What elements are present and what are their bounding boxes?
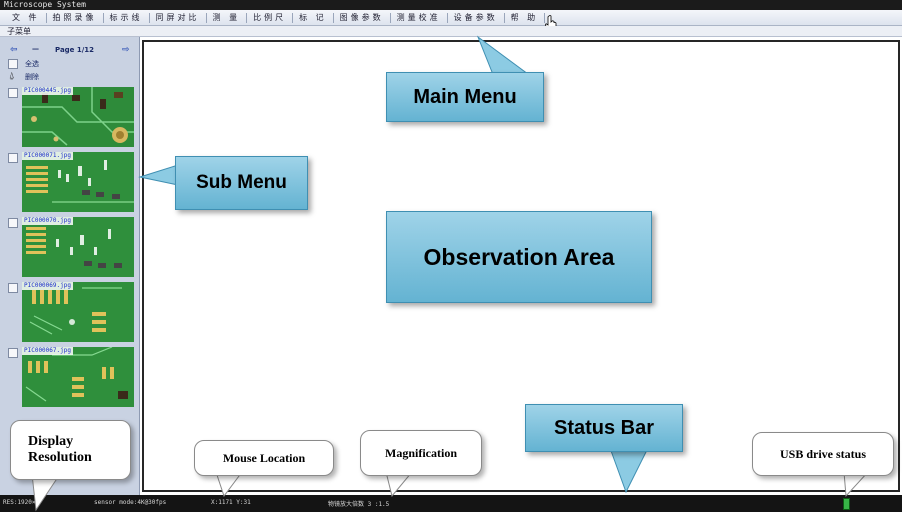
menu-separator — [148, 12, 150, 23]
status-bar-callout-label: Status Bar — [553, 416, 655, 439]
menu-separator — [503, 12, 505, 23]
menu-separator — [332, 12, 334, 23]
status-sensor-mode: sensor mode:4K@30fps — [94, 499, 167, 506]
thumbnail-checkbox[interactable] — [8, 283, 18, 293]
usb-drive-icon — [843, 498, 850, 510]
next-arrow-icon[interactable]: ⇨ — [122, 45, 130, 55]
delete-label[interactable]: 删除 — [25, 73, 39, 81]
menu-item-capture-record[interactable]: 拍照录像 — [52, 12, 97, 22]
page-navigator: ⇦ — Page 1/12 ⇨ — [8, 45, 132, 57]
main-menu-callout: Main Menu — [386, 72, 544, 122]
menu-item-mark[interactable]: 标 记 — [299, 12, 327, 22]
thumbnail-checkbox[interactable] — [8, 88, 18, 98]
menu-item-measure-calibration[interactable]: 测量校准 — [396, 12, 441, 22]
menu-item-file[interactable]: 文 件 — [12, 12, 40, 22]
status-bar-callout: Status Bar — [525, 404, 683, 452]
thumbnail-checkbox[interactable] — [8, 218, 18, 228]
menu-separator — [446, 12, 448, 23]
observation-area-callout: Observation Area — [386, 211, 652, 303]
window-title: Microscope System — [4, 0, 86, 9]
select-all-label[interactable]: 全选 — [25, 60, 39, 68]
sub-menu-bar: 子菜单 — [0, 26, 902, 37]
thumbnail-checkbox[interactable] — [8, 153, 18, 163]
thumbnail-filename: PIC000071.jpg — [22, 152, 73, 160]
thumbnail-filename: PIC000067.jpg — [22, 347, 73, 355]
observation-area-callout-label: Observation Area — [423, 243, 615, 270]
pcb-image — [22, 347, 134, 407]
thumbnail-item[interactable]: PIC000069.jpg — [22, 282, 134, 342]
thumbnail-filename: PIC000070.jpg — [22, 217, 73, 225]
prev-arrow-icon[interactable]: ⇦ — [10, 45, 18, 55]
menu-item-screen-compare[interactable]: 同屏对比 — [155, 12, 200, 22]
usb-drive-status-callout-label: USB drive status — [779, 446, 866, 461]
magnification-callout: Magnification — [360, 430, 482, 476]
menu-separator — [544, 12, 546, 23]
status-bar-callout-pointer — [609, 447, 649, 494]
main-menu-bar: 文 件 拍照录像 标示线 同屏对比 测 量 比例尺 标 记 图像参数 测量校准 … — [0, 10, 902, 26]
pcb-image — [22, 152, 134, 212]
menu-separator — [102, 12, 104, 23]
mouse-location-callout-label: Mouse Location — [222, 450, 306, 465]
display-resolution-callout: Display Resolution — [10, 420, 131, 480]
menu-separator — [389, 12, 391, 23]
menu-separator — [292, 12, 294, 23]
menu-item-marker-line[interactable]: 标示线 — [109, 12, 143, 22]
thumbnail-filename: PIC000069.jpg — [22, 282, 73, 290]
sub-menu-callout: Sub Menu — [175, 156, 308, 210]
pcb-image — [22, 87, 134, 147]
mouse-location-callout: Mouse Location — [194, 440, 334, 476]
menu-separator — [205, 12, 207, 23]
thumbnail-checkbox[interactable] — [8, 348, 18, 358]
status-mouse-location: X:1171 Y:31 — [211, 499, 251, 506]
page-indicator: Page 1/12 — [55, 46, 95, 54]
menu-separator — [45, 12, 47, 23]
thumbnail-item[interactable]: PIC000070.jpg — [22, 217, 134, 277]
pager-dash: — — [32, 45, 39, 53]
menu-item-device-params[interactable]: 设备参数 — [453, 12, 498, 22]
window-title-bar: Microscope System — [0, 0, 902, 10]
display-resolution-callout-line2: Resolution — [28, 450, 92, 465]
status-bar: RES:1920× sensor mode:4K@30fps X:1171 Y:… — [0, 495, 902, 512]
usb-drive-status-callout: USB drive status — [752, 432, 894, 476]
pcb-image — [22, 217, 134, 277]
sub-menu-callout-pointer — [138, 164, 179, 186]
thumbnail-item[interactable]: PIC000071.jpg — [22, 152, 134, 212]
display-resolution-callout-line1: Display — [28, 434, 74, 449]
main-menu-callout-label: Main Menu — [413, 85, 517, 108]
status-resolution: RES:1920× — [3, 499, 36, 506]
menu-separator — [246, 12, 248, 23]
sub-menu-title[interactable]: 子菜单 — [7, 27, 31, 36]
sub-menu-callout-label: Sub Menu — [196, 172, 287, 193]
menu-item-measure[interactable]: 测 量 — [212, 12, 241, 22]
delete-icon[interactable]: ⍙ — [9, 71, 15, 81]
menu-item-help[interactable]: 帮 助 — [510, 12, 539, 22]
thumbnail-item[interactable]: PIC000445.jpg — [22, 87, 134, 147]
thumbnail-filename: PIC000445.jpg — [22, 87, 73, 95]
select-all-checkbox[interactable] — [8, 59, 18, 69]
menu-item-image-params[interactable]: 图像参数 — [339, 12, 384, 22]
pcb-image — [22, 282, 134, 342]
thumbnail-item[interactable]: PIC000067.jpg — [22, 347, 134, 407]
thumbnail-sidebar: ⇦ — Page 1/12 ⇨ 全选 ⍙ 删除 PIC000445.jpg PI… — [0, 37, 140, 495]
magnification-callout-label: Magnification — [385, 445, 457, 460]
status-magnification: 物镜放大倍数 3 :1.5 — [328, 501, 390, 508]
menu-item-scale[interactable]: 比例尺 — [253, 12, 287, 22]
